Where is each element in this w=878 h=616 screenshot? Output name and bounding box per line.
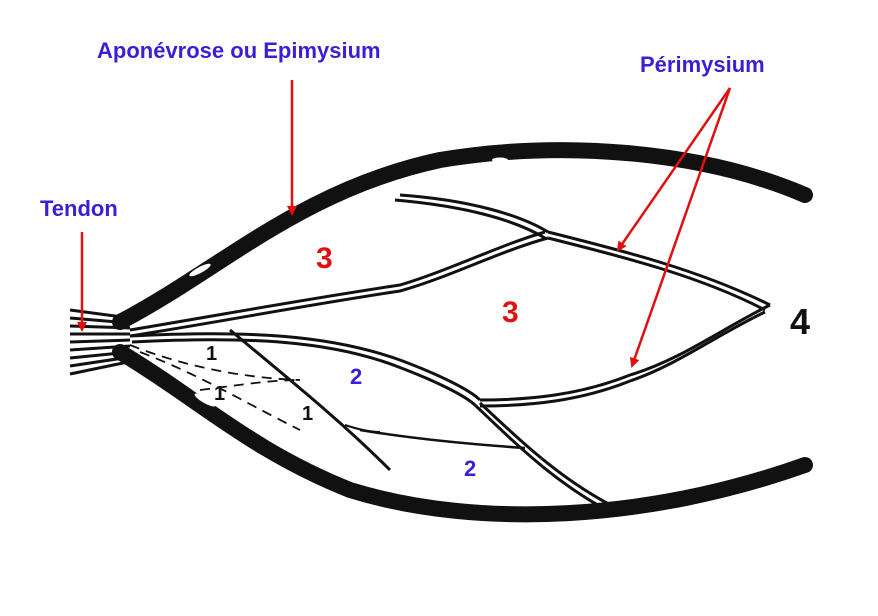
number-3-top: 3 [316,242,333,275]
perimysium-septa [129,193,771,516]
number-3-middle: 3 [502,296,519,329]
sheath-gaps [189,157,508,407]
label-tendon: Tendon [40,196,118,221]
number-1-a: 1 [206,343,217,365]
annotation-arrows [77,80,732,368]
arrow-perimysium-1 [616,87,732,252]
endomysium-lines [129,344,301,431]
epimysium-bottom [112,344,813,523]
epimysium-top [112,142,813,330]
label-aponevrose: Aponévrose ou Epimysium [97,38,381,63]
label-perimysium: Périmysium [640,52,765,77]
number-2-lower: 2 [464,456,476,481]
arrow-perimysium-2 [629,87,732,368]
number-2-upper: 2 [350,364,362,389]
number-4: 4 [790,301,810,342]
number-1-c: 1 [302,403,313,425]
number-1-b: 1 [214,383,225,405]
